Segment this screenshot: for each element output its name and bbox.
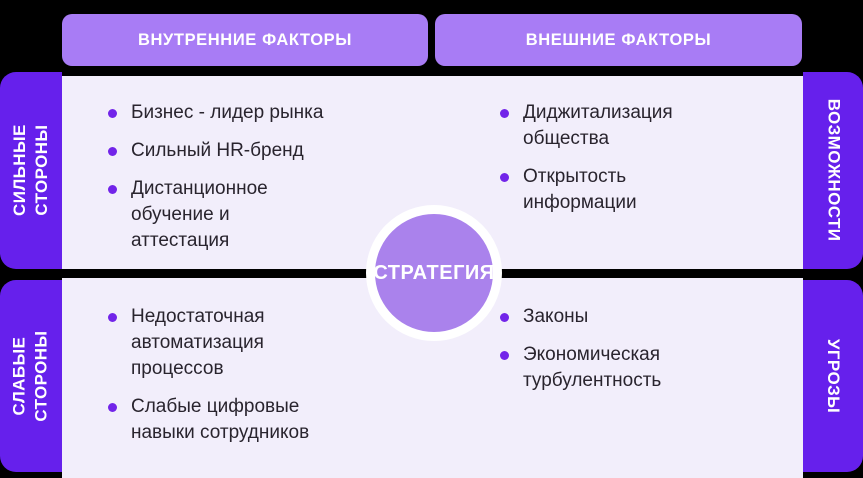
list-item: Экономическая турбулентность xyxy=(500,342,740,394)
header-internal-factors: ВНУТРЕННИЕ ФАКТОРЫ xyxy=(62,14,428,66)
list-item: Недостаточная автоматизация процессов xyxy=(108,304,333,382)
list-item-text: Сильный HR-бренд xyxy=(131,140,304,161)
side-label-strengths-text: СИЛЬНЫЕ СТОРОНЫ xyxy=(9,124,52,217)
bullet-icon xyxy=(500,313,509,322)
bullet-icon xyxy=(108,313,117,322)
bullet-icon xyxy=(108,185,117,194)
bullet-icon xyxy=(500,351,509,360)
list-item-text: Дистанционное обучение и аттестация xyxy=(131,178,268,251)
strategy-circle-label: СТРАТЕГИЯ xyxy=(373,261,495,284)
list-item: Диджитализация общества xyxy=(500,100,740,152)
bullet-icon xyxy=(500,109,509,118)
side-label-strengths: СИЛЬНЫЕ СТОРОНЫ xyxy=(0,72,62,269)
strategy-circle: СТРАТЕГИЯ xyxy=(366,205,502,341)
list-item: Сильный HR-бренд xyxy=(108,138,333,164)
list-item-text: Бизнес - лидер рынка xyxy=(131,102,324,123)
side-label-threats: УГРОЗЫ xyxy=(803,280,863,472)
list-item: Законы xyxy=(500,304,740,330)
list-item-text: Экономическая турбулентность xyxy=(523,344,662,391)
list-item-text: Диджитализация общества xyxy=(523,102,673,149)
list-item: Бизнес - лидер рынка xyxy=(108,100,333,126)
side-label-opportunities: ВОЗМОЖНОСТИ xyxy=(803,72,863,269)
bullet-icon xyxy=(500,173,509,182)
bullet-icon xyxy=(108,403,117,412)
header-internal-factors-label: ВНУТРЕННИЕ ФАКТОРЫ xyxy=(138,30,352,49)
list-item: Открытость информации xyxy=(500,164,740,216)
header-external-factors: ВНЕШНИЕ ФАКТОРЫ xyxy=(435,14,802,66)
list-item-text: Слабые цифровые навыки сотрудников xyxy=(131,396,310,443)
side-label-threats-text: УГРОЗЫ xyxy=(824,338,844,414)
bullet-icon xyxy=(108,147,117,156)
list-item-text: Законы xyxy=(523,306,589,327)
list-item-text: Недостаточная автоматизация процессов xyxy=(131,306,265,379)
list-item: Слабые цифровые навыки сотрудников xyxy=(108,394,333,446)
side-label-weaknesses: СЛАБЫЕ СТОРОНЫ xyxy=(0,280,62,472)
bullet-icon xyxy=(108,109,117,118)
side-label-opportunities-text: ВОЗМОЖНОСТИ xyxy=(824,99,844,242)
list-item-text: Открытость информации xyxy=(523,166,637,213)
header-external-factors-label: ВНЕШНИЕ ФАКТОРЫ xyxy=(525,30,712,49)
side-label-weaknesses-text: СЛАБЫЕ СТОРОНЫ xyxy=(9,330,51,422)
list-item: Дистанционное обучение и аттестация xyxy=(108,176,333,254)
